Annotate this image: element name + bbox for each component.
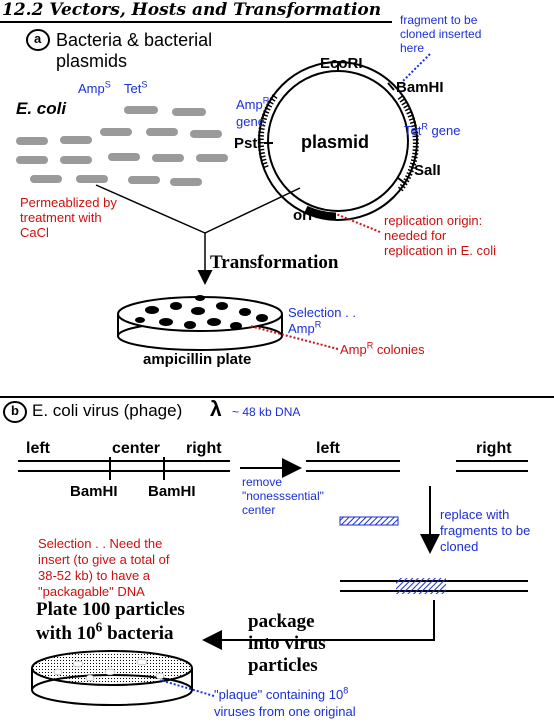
fragment-note-line2: cloned inserted bbox=[400, 27, 482, 41]
replace-line3: cloned bbox=[440, 539, 479, 554]
plaque-line1-pre: "plaque" containing 10 bbox=[214, 687, 344, 702]
left-arm-label: left bbox=[316, 440, 340, 457]
section-a-heading-line2: plasmids bbox=[56, 51, 128, 71]
plate-line2: with 106 bacteria bbox=[36, 621, 174, 644]
amps-base: Amp bbox=[78, 81, 105, 96]
colonies-sup: R bbox=[366, 340, 374, 351]
plate-line2-pre: with 10 bbox=[36, 623, 96, 644]
bacteria-cells bbox=[16, 106, 228, 186]
remove-line1: remove bbox=[242, 475, 283, 489]
selection-amp-sup: R bbox=[314, 319, 322, 330]
psti-label: PstI bbox=[234, 135, 262, 152]
plate-line2-post: bacteria bbox=[102, 623, 174, 644]
tetr-base: Tet bbox=[404, 123, 422, 138]
right-arm-label: right bbox=[476, 440, 512, 457]
selection-b-line4: "packagable" DNA bbox=[38, 584, 145, 599]
replication-line3: replication in E. coli bbox=[384, 243, 496, 258]
permeablized-line3: CaCl bbox=[20, 225, 49, 240]
permeablized-line2: treatment with bbox=[20, 210, 102, 225]
tets-label: TetS bbox=[124, 79, 148, 96]
package-line1: package bbox=[248, 611, 315, 632]
fragment-note-line3: here bbox=[400, 41, 425, 55]
bamhi-label: BamHI bbox=[396, 79, 444, 96]
amps-label: AmpS bbox=[78, 79, 111, 96]
lambda-arms bbox=[306, 460, 528, 472]
replace-line2: fragments to be bbox=[440, 523, 531, 538]
plaque-line1: "plaque" containing 108 bbox=[214, 685, 349, 702]
bamhi-2-label: BamHI bbox=[148, 483, 196, 500]
selection-amp-base: Amp bbox=[288, 321, 315, 336]
ori-label: ori bbox=[293, 207, 313, 224]
selection-a-line2: AmpR bbox=[288, 319, 322, 336]
plate-line1: Plate 100 particles bbox=[36, 599, 185, 620]
tets-base: Tet bbox=[124, 81, 142, 96]
section-a-marker: a bbox=[34, 31, 42, 46]
recombinant-dna bbox=[340, 578, 528, 594]
ecori-label: EcoRI bbox=[320, 55, 363, 72]
permeablized-line1: Permeablized by bbox=[20, 195, 117, 210]
colonies-pointer bbox=[249, 325, 339, 350]
left-label: left bbox=[26, 440, 50, 457]
page-title: 12.2 Vectors, Hosts and Transformation bbox=[2, 0, 382, 20]
plaque-line2: viruses from one original bbox=[214, 704, 356, 719]
replication-line2: needed for bbox=[384, 228, 447, 243]
remove-line3: center bbox=[242, 503, 276, 517]
selection-a-line1: Selection . . bbox=[288, 305, 356, 320]
insert-fragment bbox=[339, 516, 399, 526]
plaque-line1-sup: 8 bbox=[343, 685, 349, 696]
colonies-rest: colonies bbox=[373, 342, 425, 357]
section-a-marker-circle bbox=[26, 29, 50, 51]
section-b-heading: E. coli virus (phage) bbox=[32, 401, 183, 420]
plasmid-center-label: plasmid bbox=[301, 132, 370, 152]
bamhi-1-label: BamHI bbox=[70, 483, 118, 500]
tetr-sup: R bbox=[421, 121, 428, 132]
phage-plate-graphic bbox=[31, 650, 193, 706]
package-line2: into virus bbox=[248, 633, 326, 654]
tetr-gene: gene bbox=[431, 123, 461, 138]
plasmid-ring bbox=[257, 61, 419, 221]
selection-b-line1: Selection . . Need the bbox=[38, 536, 163, 551]
ampr-sup: R bbox=[262, 95, 270, 106]
lambda-symbol: λ bbox=[210, 398, 222, 421]
fragment-note-line1: fragment to be bbox=[400, 13, 478, 27]
sali-label: SalI bbox=[414, 162, 441, 179]
selection-b-line3: 38-52 kb) to have a bbox=[38, 568, 151, 583]
size-note: ~ 48 kb DNA bbox=[232, 405, 301, 419]
tetr-label: TetR gene bbox=[404, 121, 461, 138]
selection-b-line2: insert (to give a total of bbox=[38, 552, 170, 567]
replace-line1: replace with bbox=[440, 507, 510, 522]
ampr-gene-label: gene bbox=[236, 114, 265, 129]
amps-sup: S bbox=[104, 79, 111, 90]
converge-lines bbox=[95, 184, 301, 285]
colonies-label: AmpR colonies bbox=[340, 340, 425, 357]
right-label: right bbox=[186, 440, 222, 457]
plaque-pointer bbox=[159, 679, 215, 697]
ecoli-label: E. coli bbox=[16, 99, 67, 118]
transformation-label: Transformation bbox=[210, 252, 339, 273]
colonies-base: Amp bbox=[340, 342, 367, 357]
plate-line2-sup: 6 bbox=[95, 619, 103, 635]
ampr-base: Amp bbox=[236, 97, 263, 112]
ampr-label: AmpR bbox=[236, 95, 270, 112]
ampicillin-plate-graphic bbox=[117, 295, 283, 351]
replication-line1: replication origin: bbox=[384, 213, 483, 228]
section-b-marker-circle bbox=[3, 401, 27, 423]
section-b-marker: b bbox=[11, 403, 19, 418]
section-a-heading-line1: Bacteria & bacterial bbox=[56, 30, 213, 50]
package-arrow bbox=[202, 600, 435, 650]
lambda-dna-full bbox=[18, 457, 230, 480]
center-label: center bbox=[112, 440, 161, 457]
tets-sup: S bbox=[141, 79, 148, 90]
remove-line2: "nonesssential" bbox=[242, 489, 324, 503]
ampicillin-plate-label: ampicillin plate bbox=[143, 351, 252, 368]
package-line3: particles bbox=[248, 655, 318, 676]
fragment-pointer bbox=[397, 53, 431, 87]
